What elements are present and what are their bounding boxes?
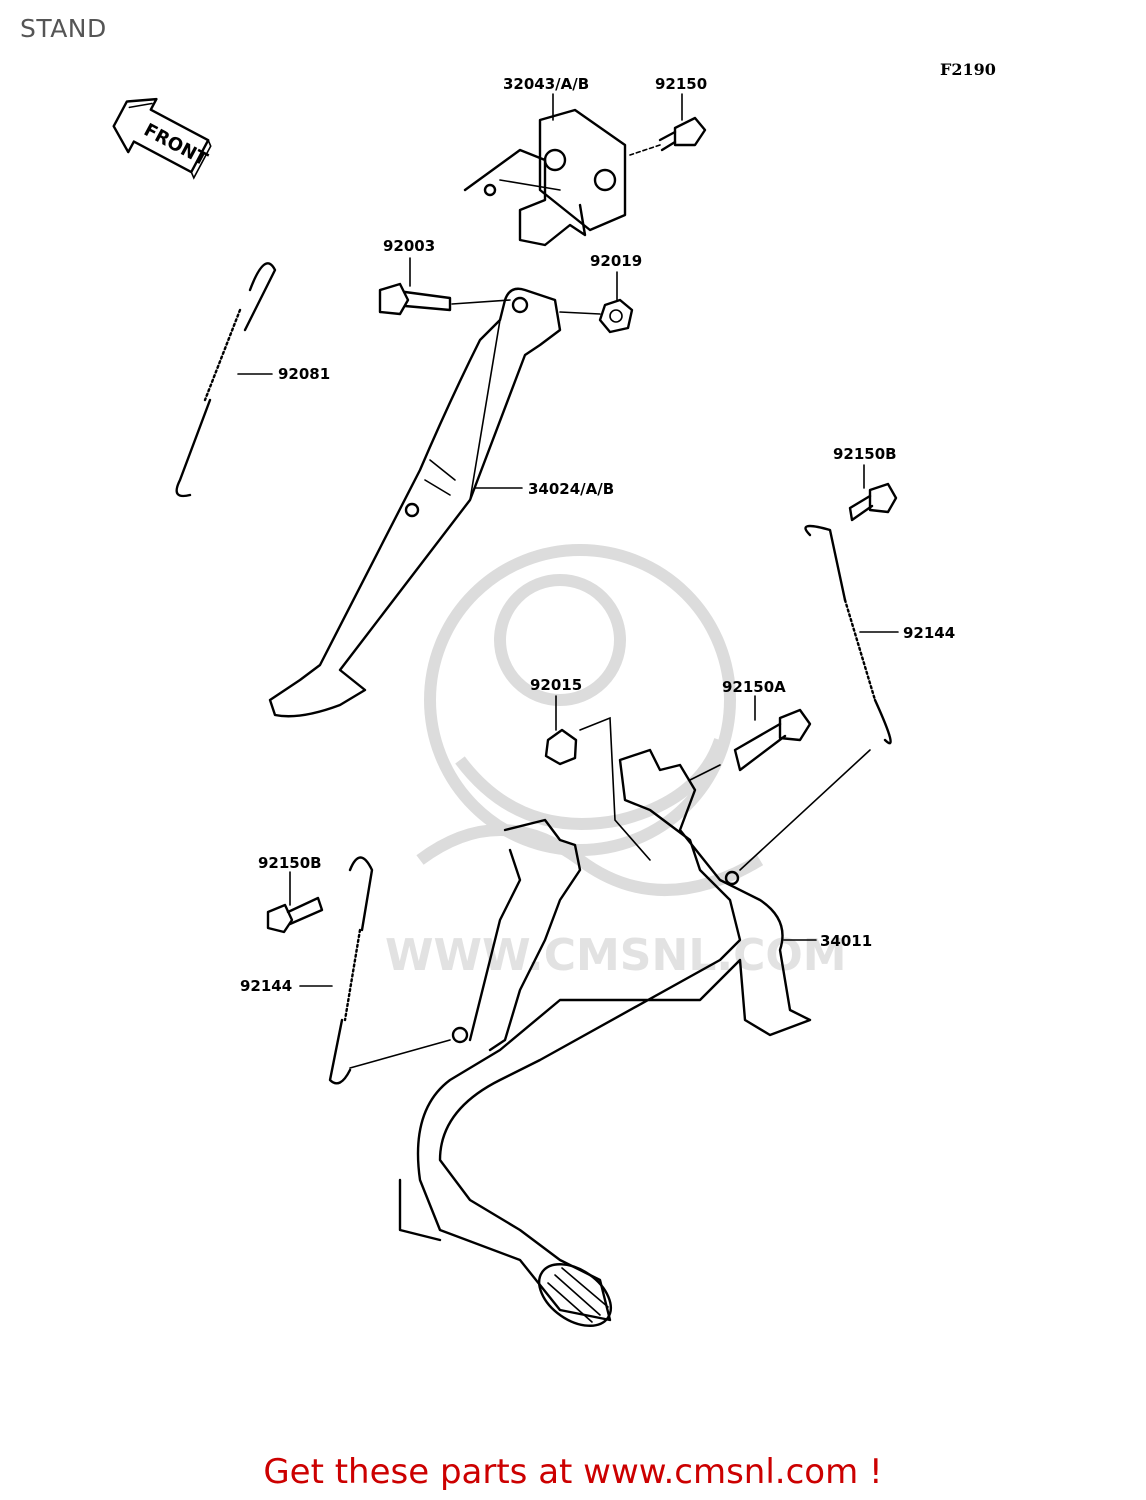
spring-92144-left <box>328 856 451 1085</box>
bracket-32043 <box>463 108 627 247</box>
page-title: STAND <box>20 14 107 43</box>
bolt-92003 <box>378 282 511 316</box>
part-label-92150a[interactable]: 92150A <box>722 678 786 696</box>
side-stand-34024 <box>268 287 562 718</box>
bolt-92150 <box>629 116 707 156</box>
part-label-92150b-upper[interactable]: 92150B <box>833 445 897 463</box>
part-label-92150b-lower[interactable]: 92150B <box>258 854 322 872</box>
part-label-34024[interactable]: 34024/A/B <box>528 480 615 498</box>
footer-link[interactable]: Get these parts at www.cmsnl.com ! <box>263 1452 883 1492</box>
watermark-logo: WWW.CMSNL.COM <box>385 544 847 981</box>
leader-lines <box>237 93 899 987</box>
part-label-34011[interactable]: 34011 <box>820 932 873 950</box>
nut-92015 <box>544 716 651 861</box>
center-stand-34011 <box>398 748 812 1327</box>
part-label-32043[interactable]: 32043/A/B <box>503 75 590 93</box>
figure-code: F2190 <box>940 60 996 79</box>
watermark-text: WWW.CMSNL.COM <box>385 930 847 981</box>
bolt-92150b-upper <box>848 482 898 522</box>
front-arrow-icon: FRONT <box>112 97 212 180</box>
bolt-92150b-lower <box>266 896 324 934</box>
nut-92019 <box>559 298 634 334</box>
part-label-92081[interactable]: 92081 <box>278 365 331 383</box>
part-label-92144-left[interactable]: 92144 <box>240 977 293 995</box>
part-label-92150[interactable]: 92150 <box>655 75 708 93</box>
part-label-92015[interactable]: 92015 <box>530 676 583 694</box>
bolt-92150a <box>689 708 812 781</box>
spring-92144-right <box>739 524 892 871</box>
part-label-92144-right[interactable]: 92144 <box>903 624 956 642</box>
part-label-92003[interactable]: 92003 <box>383 237 436 255</box>
part-label-92019[interactable]: 92019 <box>590 252 643 270</box>
spring-92081 <box>175 262 277 498</box>
